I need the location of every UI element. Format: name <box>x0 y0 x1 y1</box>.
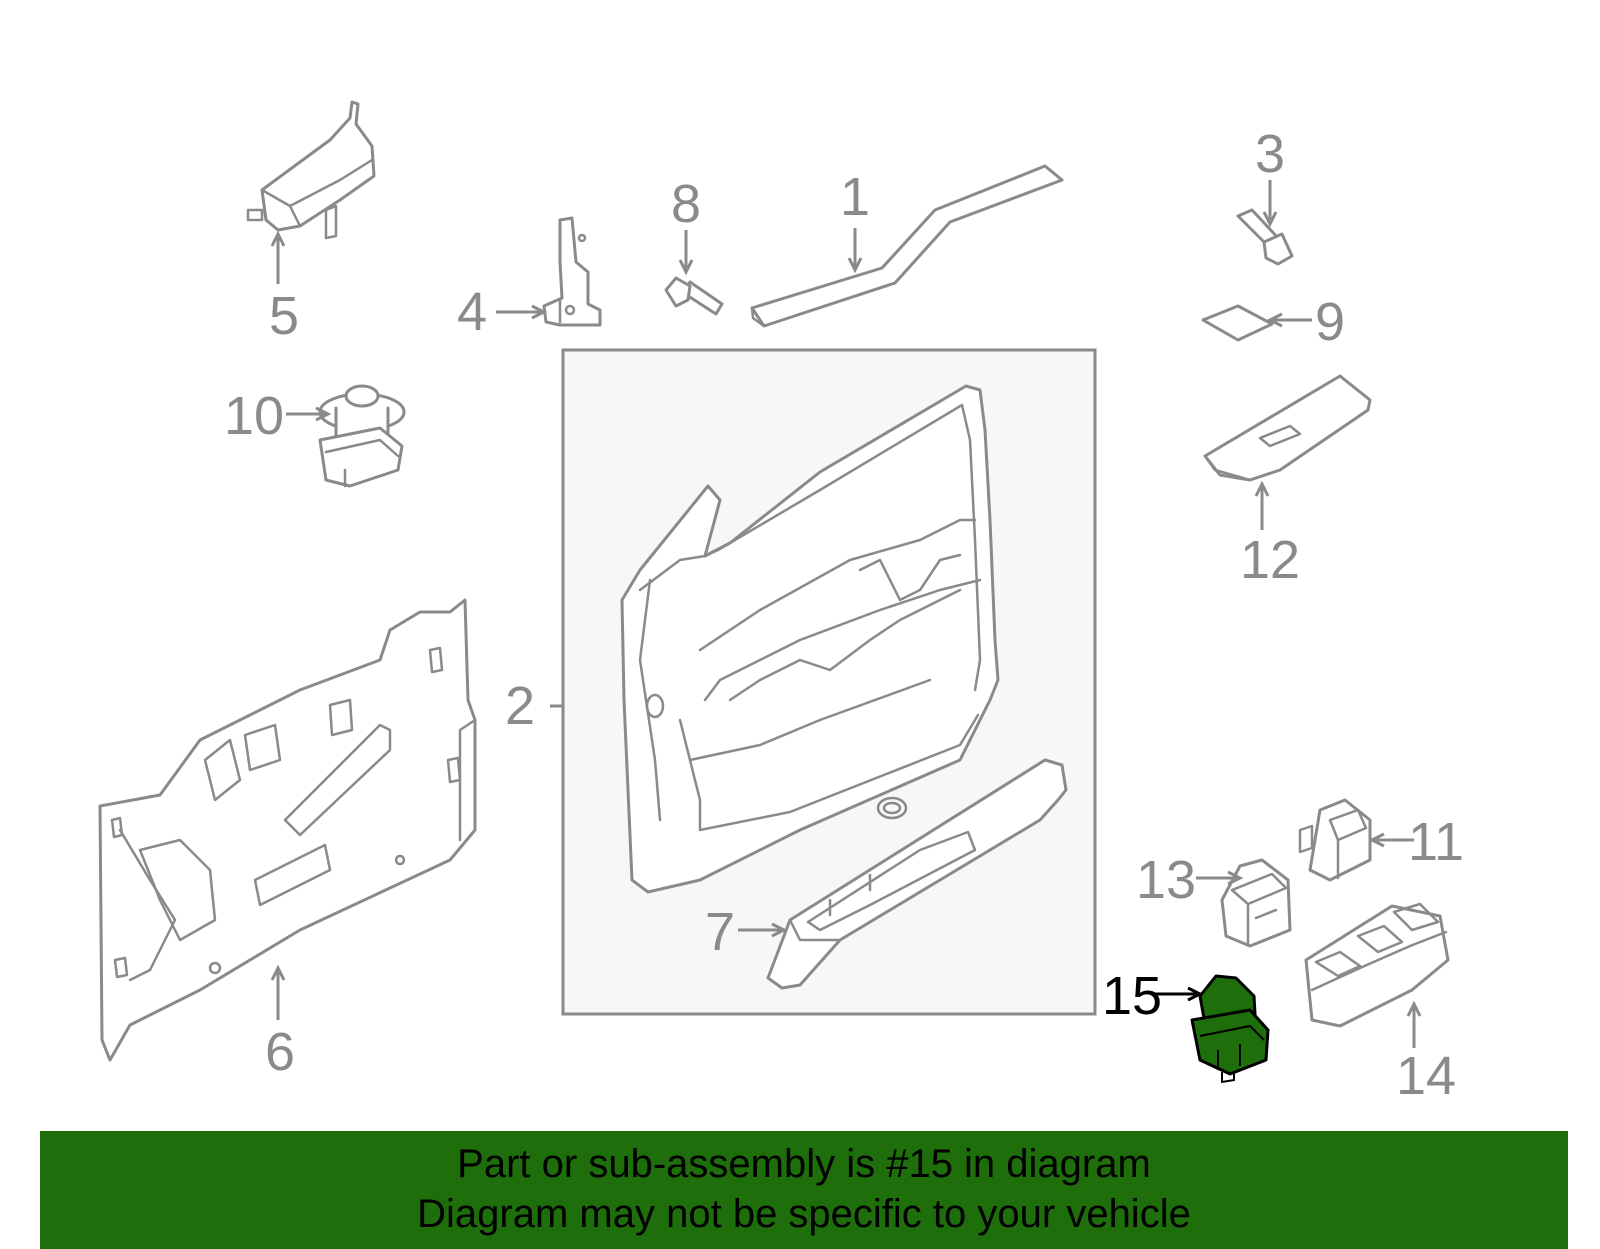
part-9-pad[interactable] <box>1201 304 1274 342</box>
callout-11: 11 <box>1408 812 1464 872</box>
part-5-actuator-housing[interactable] <box>246 100 376 240</box>
callout-9: 9 <box>1315 292 1345 352</box>
callout-12: 12 <box>1240 530 1300 590</box>
callout-6: 6 <box>265 1022 295 1082</box>
callout-7: 7 <box>705 902 735 962</box>
part-3-bolt[interactable] <box>1236 208 1294 266</box>
banner-line-disclaimer: Diagram may not be specific to your vehi… <box>417 1192 1191 1236</box>
part-1-trim-strip[interactable] <box>750 164 1064 328</box>
callout-10: 10 <box>224 386 284 446</box>
callout-3: 3 <box>1255 124 1285 184</box>
callout-14: 14 <box>1396 1046 1456 1106</box>
part-6-inner-door-panel[interactable] <box>98 598 477 1062</box>
part-2-door-trim-panel[interactable] <box>620 384 1000 894</box>
part-4-bracket[interactable] <box>542 216 602 327</box>
part-15-window-switch-highlighted[interactable] <box>1190 974 1270 1084</box>
callout-8: 8 <box>671 174 701 234</box>
callout-13: 13 <box>1136 850 1196 910</box>
part-13-switch[interactable] <box>1220 858 1292 948</box>
callout-2: 2 <box>505 676 535 736</box>
banner-line-part-number: Part or sub-assembly is #15 in diagram <box>457 1142 1151 1186</box>
part-7-armrest-bezel[interactable] <box>766 758 1068 990</box>
callout-4: 4 <box>457 282 487 342</box>
callout-5: 5 <box>269 286 299 346</box>
info-banner: Part or sub-assembly is #15 in diagram D… <box>40 1131 1568 1249</box>
part-14-master-switch[interactable] <box>1304 902 1450 1028</box>
callout-15-highlighted: 15 <box>1102 966 1162 1026</box>
part-11-switch[interactable] <box>1298 798 1372 882</box>
part-8-screw[interactable] <box>664 276 724 316</box>
part-10-lock-knob[interactable] <box>318 384 406 488</box>
part-12-switch-bezel[interactable] <box>1203 374 1372 482</box>
callout-1: 1 <box>840 167 870 227</box>
